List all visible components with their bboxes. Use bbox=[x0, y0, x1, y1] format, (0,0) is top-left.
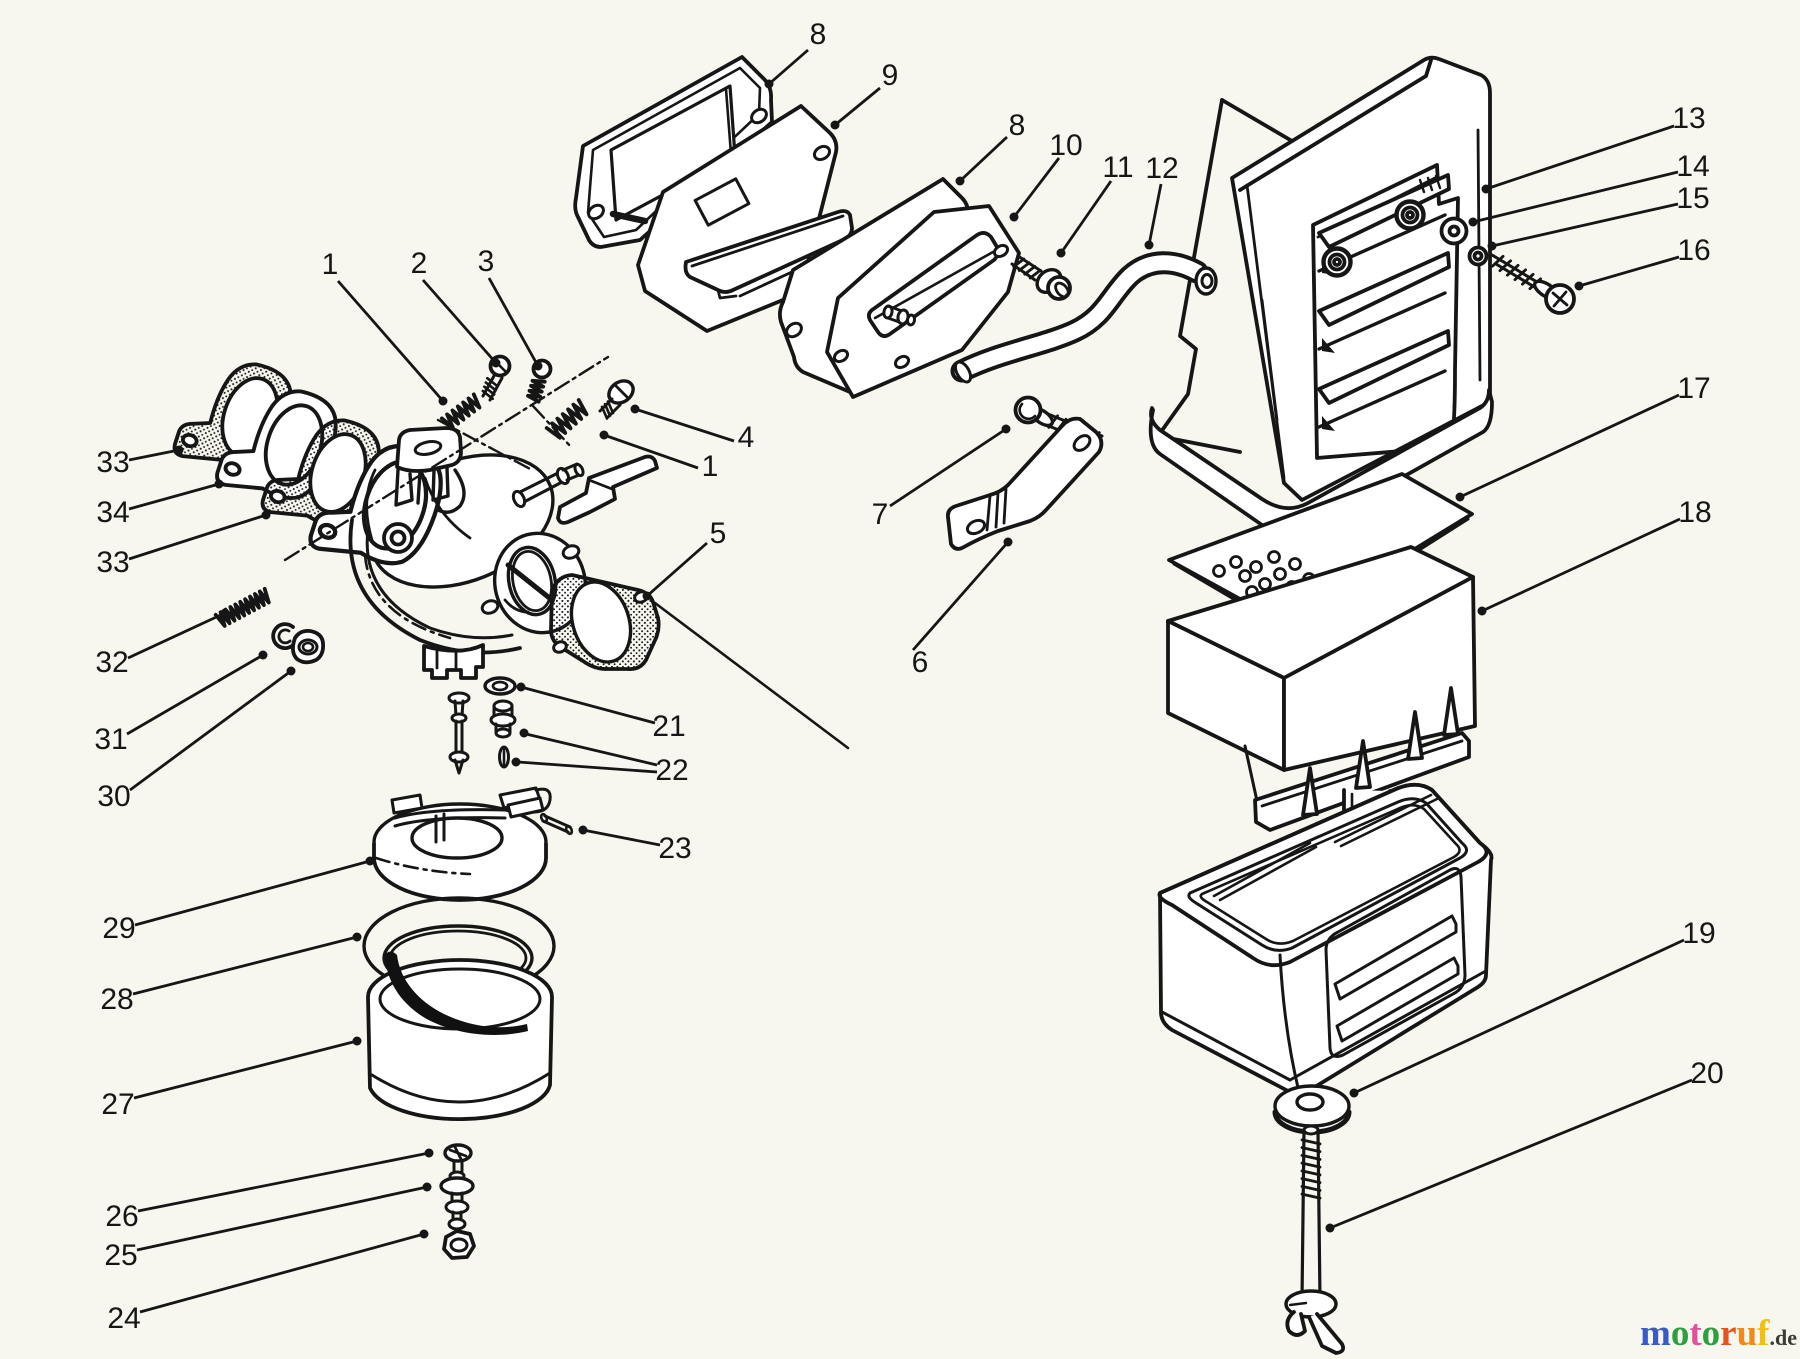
svg-text:16: 16 bbox=[1677, 234, 1710, 267]
svg-text:5: 5 bbox=[710, 517, 727, 550]
svg-text:1: 1 bbox=[702, 450, 719, 483]
svg-text:34: 34 bbox=[96, 496, 129, 529]
svg-text:18: 18 bbox=[1678, 496, 1711, 529]
svg-text:26: 26 bbox=[105, 1200, 138, 1233]
svg-text:30: 30 bbox=[97, 780, 130, 813]
svg-text:4: 4 bbox=[738, 421, 755, 454]
svg-text:15: 15 bbox=[1676, 182, 1709, 215]
svg-text:27: 27 bbox=[101, 1088, 134, 1121]
svg-text:32: 32 bbox=[95, 646, 128, 679]
svg-text:8: 8 bbox=[810, 18, 827, 51]
svg-text:19: 19 bbox=[1682, 917, 1715, 950]
svg-text:22: 22 bbox=[655, 754, 688, 787]
svg-text:23: 23 bbox=[658, 832, 691, 865]
svg-text:24: 24 bbox=[107, 1302, 140, 1335]
svg-text:10: 10 bbox=[1049, 129, 1082, 162]
svg-text:13: 13 bbox=[1672, 102, 1705, 135]
svg-text:7: 7 bbox=[872, 498, 889, 531]
svg-text:motoruf.de: motoruf.de bbox=[1640, 1313, 1797, 1354]
svg-text:20: 20 bbox=[1690, 1057, 1723, 1090]
svg-text:9: 9 bbox=[882, 59, 899, 92]
svg-text:14: 14 bbox=[1676, 150, 1709, 183]
svg-text:25: 25 bbox=[104, 1239, 137, 1272]
svg-text:3: 3 bbox=[478, 245, 495, 278]
svg-text:29: 29 bbox=[102, 912, 135, 945]
svg-text:31: 31 bbox=[94, 723, 127, 756]
svg-text:2: 2 bbox=[411, 247, 428, 280]
svg-text:17: 17 bbox=[1677, 372, 1710, 405]
svg-text:12: 12 bbox=[1145, 152, 1178, 185]
svg-text:21: 21 bbox=[652, 710, 685, 743]
svg-text:33: 33 bbox=[96, 546, 129, 579]
svg-text:33: 33 bbox=[96, 446, 129, 479]
svg-text:1: 1 bbox=[322, 248, 339, 281]
svg-text:6: 6 bbox=[912, 646, 929, 679]
svg-text:28: 28 bbox=[100, 983, 133, 1016]
svg-text:8: 8 bbox=[1009, 109, 1026, 142]
svg-text:11: 11 bbox=[1102, 151, 1133, 184]
